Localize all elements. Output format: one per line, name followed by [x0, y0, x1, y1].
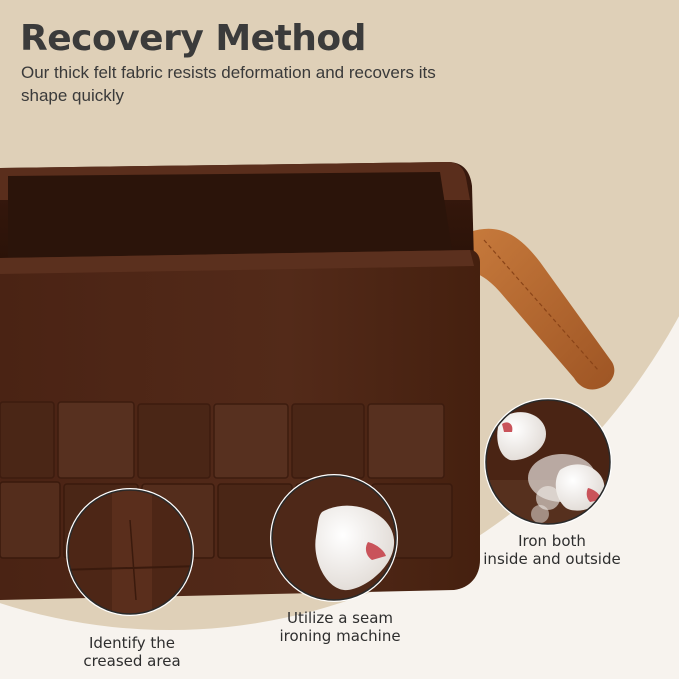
steam-iron-icon — [315, 505, 395, 591]
page-title: Recovery Method — [20, 18, 366, 59]
callout-seam — [270, 474, 398, 602]
callout-label-line: Iron both — [518, 532, 586, 550]
callout-label-line: creased area — [83, 652, 181, 670]
leather-handle — [466, 228, 615, 390]
callout-label-identify: Identify the creased area — [40, 634, 224, 670]
callout-iron-both — [484, 398, 612, 526]
callout-label-line: Utilize a seam — [286, 609, 394, 627]
callout-label-line: Identify the — [88, 634, 175, 652]
callout-label-iron-both: Iron both inside and outside — [466, 532, 638, 568]
callout-label-line: ironing machine — [279, 627, 401, 645]
page-subtitle: Our thick felt fabric resists deformatio… — [21, 63, 436, 105]
callout-label-line: inside and outside — [483, 550, 621, 568]
callout-identify — [66, 488, 194, 616]
steam-iron-icon — [497, 412, 546, 461]
callout-label-seam: Utilize a seam ironing machine — [248, 609, 432, 645]
